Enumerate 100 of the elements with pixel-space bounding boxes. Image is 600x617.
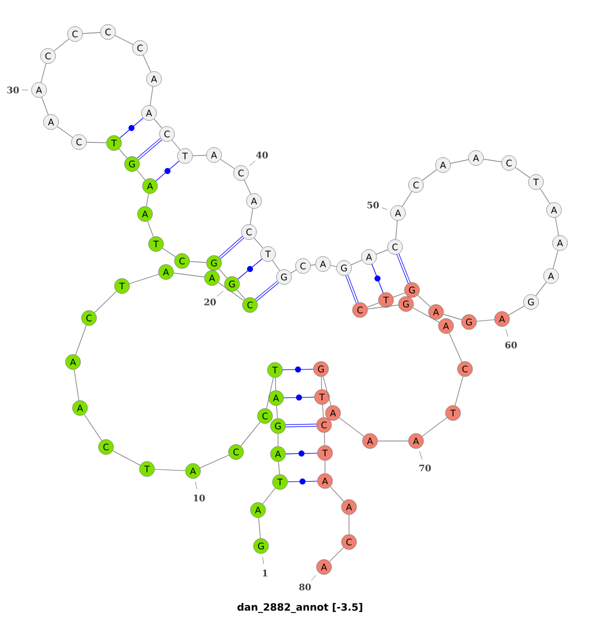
position-number: 50: [367, 202, 379, 208]
backbone-line: [258, 517, 261, 539]
backbone-line: [402, 191, 412, 207]
backbone-line: [392, 292, 406, 298]
backbone-line: [189, 261, 207, 263]
backbone-line: [114, 35, 134, 45]
backbone-line: [136, 170, 146, 180]
backbone-line: [254, 237, 264, 249]
base-pair-line: [255, 280, 279, 302]
backbone-line: [74, 369, 80, 401]
base-pair-line: [345, 274, 359, 304]
backbone-line: [454, 376, 464, 406]
backbone-line: [41, 96, 49, 116]
backbone-line: [508, 306, 525, 316]
backbone-line: [86, 142, 107, 144]
backbone-line: [376, 249, 388, 255]
backbone-line: [276, 405, 278, 419]
base-pair-line: [218, 236, 244, 259]
backbone-line: [173, 272, 205, 278]
backbone-line: [377, 440, 409, 442]
backbone-line: [262, 488, 276, 504]
base-pair-line: [282, 366, 314, 372]
base-pair-line: [238, 258, 262, 280]
backbone-line: [555, 217, 559, 236]
base-pair-line: [286, 424, 316, 428]
backbone-line: [329, 547, 344, 562]
backbone-line: [322, 376, 332, 406]
position-number: 70: [419, 464, 431, 472]
backbone-line: [154, 468, 186, 472]
backbone-line: [84, 414, 102, 441]
backbone-line: [56, 126, 74, 138]
backbone-line: [350, 260, 362, 266]
base-pair-line: [287, 478, 318, 484]
backbone-line: [320, 376, 322, 390]
backbone-line: [330, 486, 344, 502]
backbone-line: [272, 260, 280, 272]
backbone-line: [129, 274, 160, 284]
backbone-line: [417, 294, 431, 308]
base-pair-line: [120, 118, 144, 138]
backbone-line: [250, 208, 254, 225]
backbone-line: [244, 180, 252, 194]
backbone-line: [218, 268, 228, 278]
backbone-line: [366, 302, 380, 308]
backbone-line: [367, 304, 399, 310]
backbone-line: [266, 377, 274, 409]
backbone-line: [278, 461, 280, 475]
backbone-line: [142, 54, 152, 72]
backbone-line: [54, 38, 70, 52]
backbone-line: [540, 188, 550, 204]
backbone-line: [535, 282, 547, 296]
position-number: 1: [262, 570, 268, 576]
backbone-line: [450, 159, 469, 164]
backbone-line: [118, 148, 128, 158]
backbone-line: [483, 158, 502, 162]
base-pair-line: [396, 254, 410, 284]
position-number: 10: [194, 494, 205, 502]
backbone-line: [324, 432, 326, 446]
base-pair-line: [136, 138, 162, 160]
position-number: 80: [299, 584, 311, 590]
backbone-line: [94, 291, 117, 313]
backbone-line: [220, 158, 235, 170]
backbone-line: [324, 460, 326, 474]
backbone-line: [236, 290, 246, 300]
backbone-line: [338, 417, 364, 437]
backbone-line: [162, 248, 176, 258]
backbone-line: [200, 454, 230, 468]
backbone-line: [154, 118, 162, 128]
backbone-line: [146, 193, 149, 207]
backbone-line: [150, 86, 154, 106]
backbone-line: [448, 332, 462, 362]
backbone-line: [330, 265, 337, 267]
backbone-line: [348, 514, 350, 535]
backbone-line: [240, 422, 261, 446]
backbone-line: [75, 324, 87, 356]
backbone-line: [395, 220, 398, 240]
backbone-line: [147, 220, 154, 238]
position-number: 30: [7, 86, 19, 94]
backbone-line: [422, 417, 448, 437]
backbone-line: [82, 32, 101, 34]
backbone-line: [112, 450, 141, 466]
base-pair-line: [285, 450, 318, 456]
position-number: 60: [505, 342, 517, 348]
backbone-line: [310, 264, 316, 266]
backbone-line: [552, 250, 558, 269]
backbone-line: [192, 154, 207, 156]
base-pair-line: [371, 264, 384, 294]
caption: dan_2882_annot [-3.5]: [237, 603, 362, 613]
backbone-line: [290, 270, 297, 274]
backbone-line: [172, 140, 180, 150]
position-number: 20: [204, 298, 216, 306]
position-number: 40: [256, 152, 268, 158]
base-pair-line: [283, 394, 315, 400]
base-pair-line: [156, 160, 180, 182]
backbone-line: [322, 404, 324, 418]
backbone-line: [514, 167, 530, 178]
backbone-line: [218, 282, 244, 301]
backbone-line: [443, 314, 462, 320]
backbone-line: [422, 169, 438, 181]
backbone-line: [274, 377, 276, 391]
backbone-line: [476, 319, 495, 322]
